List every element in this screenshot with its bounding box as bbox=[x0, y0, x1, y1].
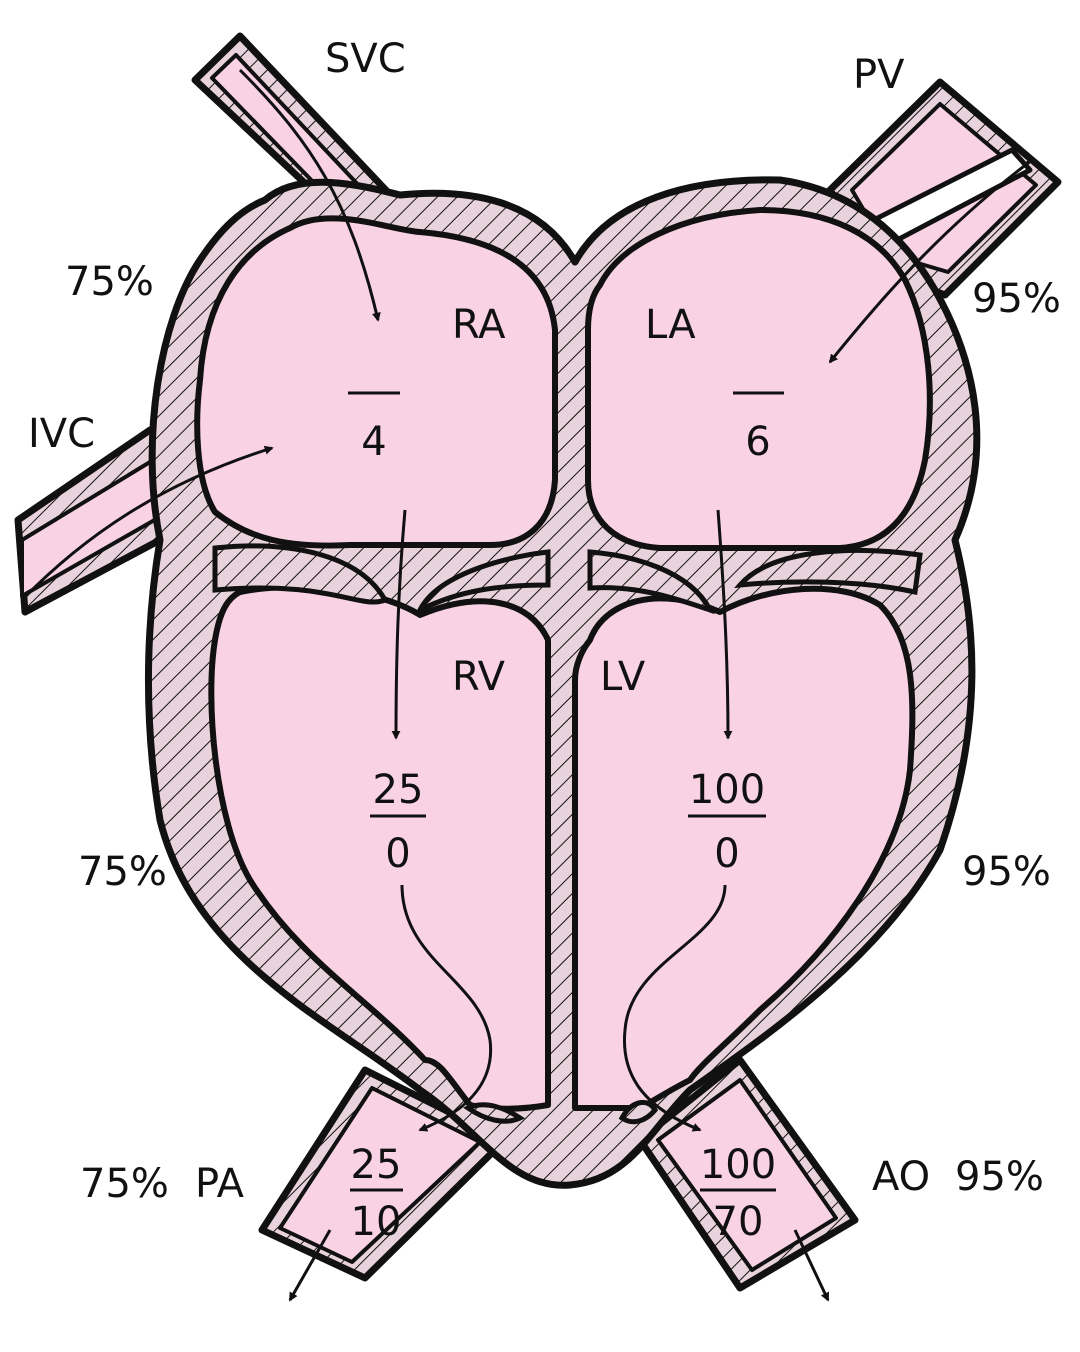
pa-pressure-top: 25 bbox=[351, 1142, 402, 1188]
flow-arrows bbox=[20, 68, 1033, 1302]
pa-exit-arrow bbox=[288, 1229, 332, 1302]
pressure-pa: 25 10 bbox=[350, 1142, 403, 1245]
mitral-flow-arrow bbox=[716, 509, 733, 740]
ivc-label: IVC bbox=[28, 411, 95, 457]
labels: SVC IVC PV RA LA RV LV PA AO bbox=[28, 36, 930, 1207]
valves bbox=[212, 543, 923, 1125]
mitral-leaflet-left bbox=[587, 549, 715, 615]
ra-saturation: 75% bbox=[65, 259, 154, 305]
ao-pressure-bottom: 70 bbox=[713, 1199, 764, 1245]
ao-label: AO bbox=[872, 1154, 930, 1200]
ao-saturation: 95% bbox=[955, 1154, 1044, 1200]
svc-flow-arrow bbox=[238, 68, 381, 322]
la-label: LA bbox=[645, 302, 696, 348]
rv-pressure-bottom: 0 bbox=[385, 831, 410, 877]
pa-saturation: 75% bbox=[80, 1161, 169, 1207]
right-atrium-chamber bbox=[194, 215, 558, 549]
svc-label: SVC bbox=[325, 36, 406, 82]
pa-pressure-bottom: 10 bbox=[351, 1199, 402, 1245]
lv-pressure-bottom: 0 bbox=[714, 831, 739, 877]
tricuspid-flow-arrow bbox=[391, 509, 407, 740]
ivc-flow-arrow bbox=[20, 445, 274, 602]
mitral-leaflet-right bbox=[734, 547, 923, 596]
ao-pressure-top: 100 bbox=[700, 1142, 776, 1188]
pressure-rv: 25 0 bbox=[370, 767, 426, 877]
chambers bbox=[194, 207, 933, 1112]
pv-label: PV bbox=[853, 52, 905, 98]
rv-outflow-arrow bbox=[400, 884, 493, 1132]
right-ventricle-chamber bbox=[208, 583, 551, 1112]
tricuspid-leaflet-left bbox=[212, 543, 389, 605]
lv-outflow-arrow bbox=[622, 884, 727, 1132]
left-atrium-chamber bbox=[585, 207, 933, 551]
pressure-lv: 100 0 bbox=[688, 767, 766, 877]
ao-lumen bbox=[656, 1078, 838, 1272]
ra-pressure-bottom: 4 bbox=[361, 419, 386, 465]
pv-flow-arrow bbox=[828, 158, 1033, 364]
ra-label: RA bbox=[452, 302, 506, 348]
aortic-valve bbox=[618, 1100, 659, 1125]
ao-exit-arrow bbox=[793, 1229, 830, 1302]
left-ventricle-chamber bbox=[572, 585, 916, 1111]
pressure-ao: 100 70 bbox=[700, 1142, 776, 1245]
lv-pressure-top: 100 bbox=[689, 767, 765, 813]
lv-saturation: 95% bbox=[962, 849, 1051, 895]
saturation-labels: 75% 75% 75% 95% 95% 95% bbox=[65, 259, 1061, 1207]
rv-label: RV bbox=[452, 654, 506, 700]
pulmonic-valve bbox=[463, 1102, 526, 1124]
rv-pressure-top: 25 bbox=[373, 767, 424, 813]
la-saturation: 95% bbox=[972, 276, 1061, 322]
pressure-ra: 4 bbox=[348, 391, 400, 465]
pa-label: PA bbox=[195, 1161, 245, 1207]
pressure-la: 6 bbox=[733, 391, 784, 465]
tricuspid-leaflet-right bbox=[414, 549, 551, 616]
rv-saturation: 75% bbox=[78, 849, 167, 895]
lv-label: LV bbox=[600, 654, 646, 700]
la-pressure-bottom: 6 bbox=[745, 419, 770, 465]
